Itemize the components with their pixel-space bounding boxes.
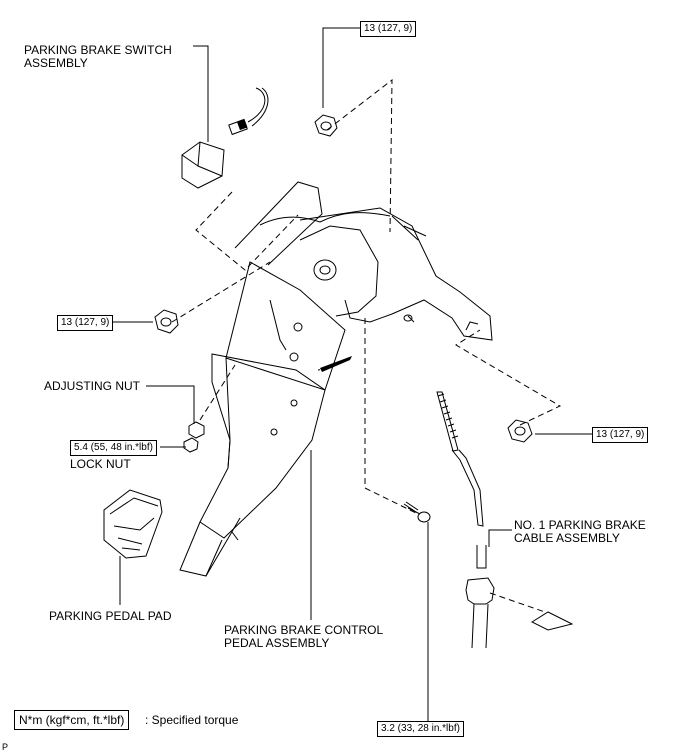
pedal-arm — [179, 261, 353, 577]
sector-teeth — [320, 356, 352, 372]
leader-adjusting-nut — [146, 385, 195, 424]
dash-left-nut — [171, 261, 271, 323]
dash-adjusting — [199, 364, 236, 421]
torque-right-nut: 13 (127, 9) — [592, 427, 649, 443]
lock-nut-part — [183, 437, 199, 453]
leader-top-nut — [322, 27, 360, 108]
dash-switch — [195, 191, 299, 271]
bolt-part — [403, 501, 431, 523]
dash-right-nut — [455, 329, 562, 426]
cable-label: NO. 1 PARKING BRAKE CABLE ASSEMBLY — [514, 519, 646, 545]
leader-switch — [193, 45, 209, 142]
dash-top-nut — [326, 78, 393, 233]
torque-bolt: 3.2 (33, 28 in.*lbf) — [377, 721, 464, 737]
pedal-bracket — [234, 181, 493, 341]
adjusting-nut-label: ADJUSTING NUT — [44, 379, 140, 393]
torque-left-nut: 13 (127, 9) — [57, 315, 114, 331]
legend-description: : Specified torque — [145, 713, 239, 727]
cable-label-line1: NO. 1 PARKING BRAKE — [514, 518, 646, 532]
control-pedal-label-line2: PEDAL ASSEMBLY — [224, 636, 330, 650]
pedal-pad-label: PARKING PEDAL PAD — [49, 609, 172, 623]
corner-mark: P — [2, 742, 9, 752]
switch-label: PARKING BRAKE SWITCH ASSEMBLY — [24, 44, 172, 70]
dash-bolt — [364, 318, 419, 515]
switch-label-line1: PARKING BRAKE SWITCH — [24, 43, 172, 57]
torque-top-nut: 13 (127, 9) — [360, 21, 417, 37]
cable-label-line2: CABLE ASSEMBLY — [514, 531, 620, 545]
torque-adjusting: 5.4 (55, 48 in.*lbf) — [70, 440, 157, 456]
nut-top — [314, 114, 338, 137]
switch-wire — [247, 87, 269, 127]
legend-torque-box: N*m (kgf*cm, ft.*lbf) — [14, 710, 130, 730]
adjusting-nut-part — [188, 421, 205, 439]
switch-connector-fill — [236, 118, 248, 131]
lock-nut-label: LOCK NUT — [70, 457, 131, 471]
switch-label-line2: ASSEMBLY — [24, 56, 88, 70]
nut-right — [507, 419, 533, 443]
parking-brake-cable — [436, 391, 574, 649]
pedal-pad-part — [103, 489, 163, 559]
nut-left — [154, 309, 179, 334]
parking-brake-switch — [181, 141, 225, 189]
control-pedal-label: PARKING BRAKE CONTROL PEDAL ASSEMBLY — [224, 624, 383, 650]
leader-cable — [488, 529, 512, 547]
dash-cable-clip — [489, 592, 546, 613]
control-pedal-label-line1: PARKING BRAKE CONTROL — [224, 623, 384, 637]
